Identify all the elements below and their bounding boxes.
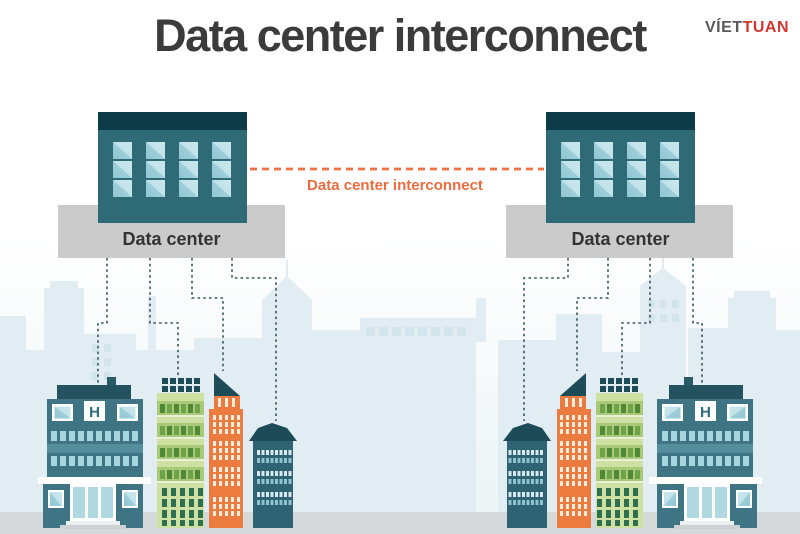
page-title: Data center interconnect	[154, 10, 647, 61]
skyline-windows	[92, 300, 679, 380]
orange-tower	[209, 373, 243, 528]
green-building-windows	[162, 488, 203, 526]
hospital-sign	[84, 401, 105, 421]
logo-tuan: TUAN	[742, 19, 789, 36]
teal-tower	[249, 423, 297, 528]
dc-windows	[113, 142, 231, 197]
teal-tower-windows	[257, 450, 292, 505]
city-left: H	[38, 258, 297, 529]
orange-tower-windows	[213, 415, 240, 516]
interconnect-label: Data center interconnect	[307, 177, 483, 194]
hospital-building: H	[38, 377, 151, 529]
dc-unit-left	[58, 112, 285, 258]
tower-flag	[214, 373, 240, 396]
garden-floors	[157, 401, 204, 483]
datacenter-label-right: Data center	[571, 229, 670, 249]
green-building	[157, 378, 204, 528]
datacenter-label-left: Data center	[122, 229, 221, 249]
brand-logo: VÍETTUAN	[705, 19, 789, 37]
solar-panels	[162, 378, 200, 392]
network-connectors	[97, 258, 277, 421]
teal-tower-roof	[249, 423, 297, 441]
dc-roof-band	[98, 112, 247, 130]
logo-viet: VÍET	[705, 19, 743, 36]
hospital-window-rows	[51, 431, 138, 466]
hospital-sign-letter: H	[89, 404, 100, 421]
